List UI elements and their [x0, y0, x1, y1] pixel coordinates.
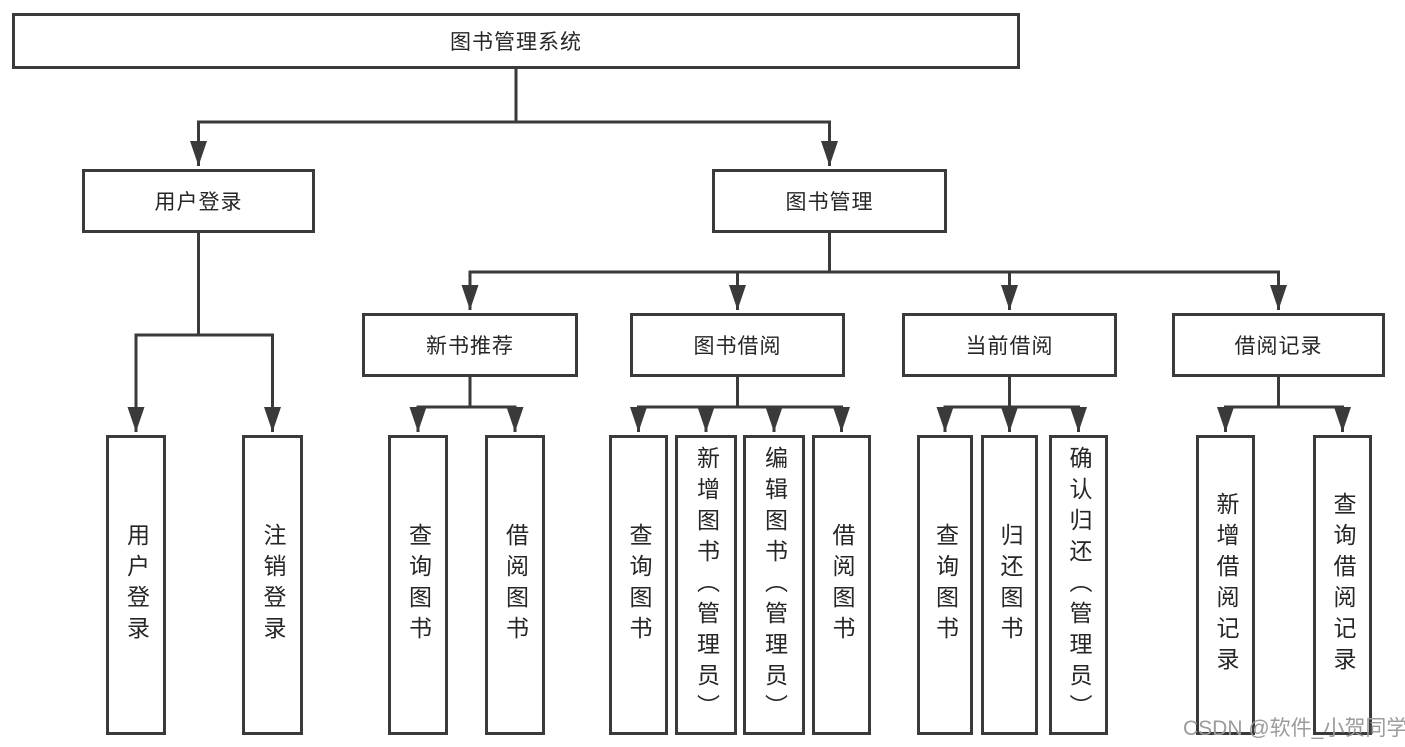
node-root: 图书管理系统: [12, 13, 1020, 69]
leaf-user-login: 用户登录: [106, 435, 166, 735]
leaf-add-books-admin: 新增图书（管理员）: [675, 435, 737, 735]
node-new-book-recommend-label: 新书推荐: [426, 335, 514, 358]
leaf-add-borrow-record-label: 新增借阅记录: [1213, 492, 1239, 678]
leaf-logout: 注销登录: [242, 435, 303, 735]
leaf-confirm-return-admin-label: 确认归还（管理员）: [1066, 445, 1092, 725]
leaf-add-books-admin-label: 新增图书（管理员）: [693, 445, 720, 725]
connector-current-borrow-to-leaves: [936, 377, 1087, 432]
node-current-borrow: 当前借阅: [902, 313, 1117, 377]
leaf-query-books-1: 查询图书: [388, 435, 448, 735]
node-user-login: 用户登录: [82, 169, 315, 233]
connector-user-login-to-leaves: [127, 233, 281, 432]
leaf-query-books-1-label: 查询图书: [405, 523, 432, 647]
node-book-management-label: 图书管理: [785, 191, 874, 214]
node-root-label: 图书管理系统: [450, 31, 582, 54]
node-user-login-label: 用户登录: [154, 191, 243, 214]
leaf-confirm-return-admin: 确认归还（管理员）: [1049, 435, 1108, 735]
leaf-query-books-2-label: 查询图书: [626, 523, 652, 647]
leaf-query-books-3: 查询图书: [917, 435, 973, 735]
connector-book-management-to-level2: [461, 233, 1287, 310]
leaf-user-login-label: 用户登录: [123, 523, 150, 647]
leaf-query-borrow-record-label: 查询借阅记录: [1330, 492, 1356, 678]
node-borrow-records: 借阅记录: [1172, 313, 1385, 377]
connector-new-book-recommend-to-leaves: [409, 377, 524, 432]
leaf-borrow-books-1: 借阅图书: [485, 435, 545, 735]
node-book-management: 图书管理: [712, 169, 947, 233]
leaf-logout-label: 注销登录: [260, 523, 286, 647]
leaf-query-books-3-label: 查询图书: [932, 523, 959, 647]
node-current-borrow-label: 当前借阅: [965, 335, 1054, 358]
connector-root-to-level1: [190, 68, 838, 166]
leaf-return-books-label: 归还图书: [997, 523, 1023, 647]
node-new-book-recommend: 新书推荐: [362, 313, 578, 377]
leaf-add-borrow-record: 新增借阅记录: [1196, 435, 1255, 735]
leaf-borrow-books-2-label: 借阅图书: [829, 523, 855, 647]
leaf-return-books: 归还图书: [981, 435, 1038, 735]
node-book-borrow-label: 图书借阅: [693, 335, 782, 358]
watermark: CSDN @软件_小贺同学: [1183, 717, 1405, 740]
leaf-borrow-books-2: 借阅图书: [812, 435, 871, 735]
node-book-borrow: 图书借阅: [630, 313, 845, 377]
node-borrow-records-label: 借阅记录: [1234, 335, 1323, 358]
leaf-edit-books-admin: 编辑图书（管理员）: [743, 435, 805, 735]
leaf-query-books-2: 查询图书: [609, 435, 668, 735]
leaf-edit-books-admin-label: 编辑图书（管理员）: [761, 445, 788, 725]
connector-borrow-records-to-leaves: [1217, 377, 1351, 432]
connector-book-borrow-to-leaves: [630, 377, 850, 432]
leaf-query-borrow-record: 查询借阅记录: [1313, 435, 1372, 735]
leaf-borrow-books-1-label: 借阅图书: [502, 523, 529, 647]
